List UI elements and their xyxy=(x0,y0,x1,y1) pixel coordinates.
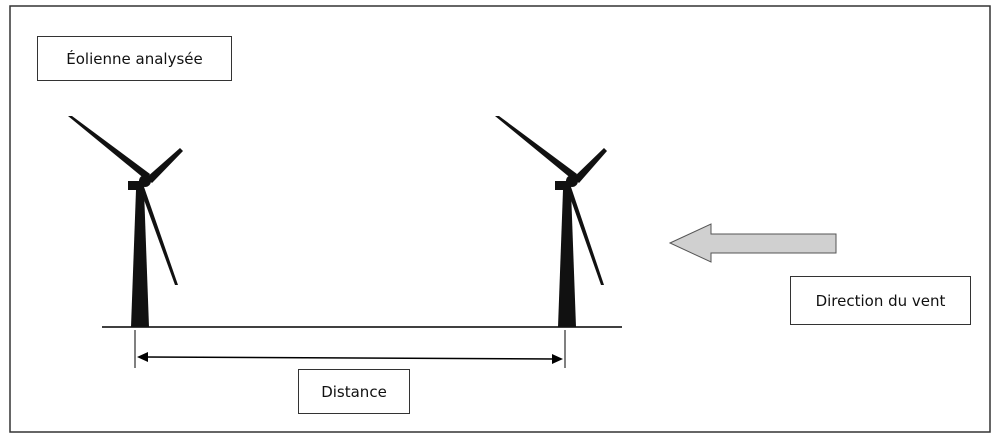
turbine-blade-lower xyxy=(566,184,604,285)
analyzed-turbine-label: Éolienne analysée xyxy=(37,36,232,81)
wind-turbine-right xyxy=(495,116,607,327)
dimension-arrowhead-right xyxy=(552,354,563,364)
arrow-left-icon xyxy=(668,223,837,263)
dimension-line xyxy=(144,356,556,360)
turbine-blade-upper xyxy=(68,116,150,180)
distance-dimension xyxy=(134,330,566,368)
turbine-blade-right xyxy=(573,148,607,183)
turbine-blade-right xyxy=(146,148,183,183)
turbine-tower xyxy=(558,190,576,327)
turbine-nacelle xyxy=(555,181,569,190)
turbine-blade-upper xyxy=(495,116,577,180)
dimension-arrowhead-left xyxy=(137,352,148,362)
wind-direction-label: Direction du vent xyxy=(790,276,971,325)
turbine-nacelle xyxy=(128,181,142,190)
distance-label: Distance xyxy=(298,369,410,414)
turbine-tower xyxy=(131,190,149,327)
wind-turbine-left xyxy=(68,116,183,327)
turbine-blade-lower xyxy=(139,184,178,285)
